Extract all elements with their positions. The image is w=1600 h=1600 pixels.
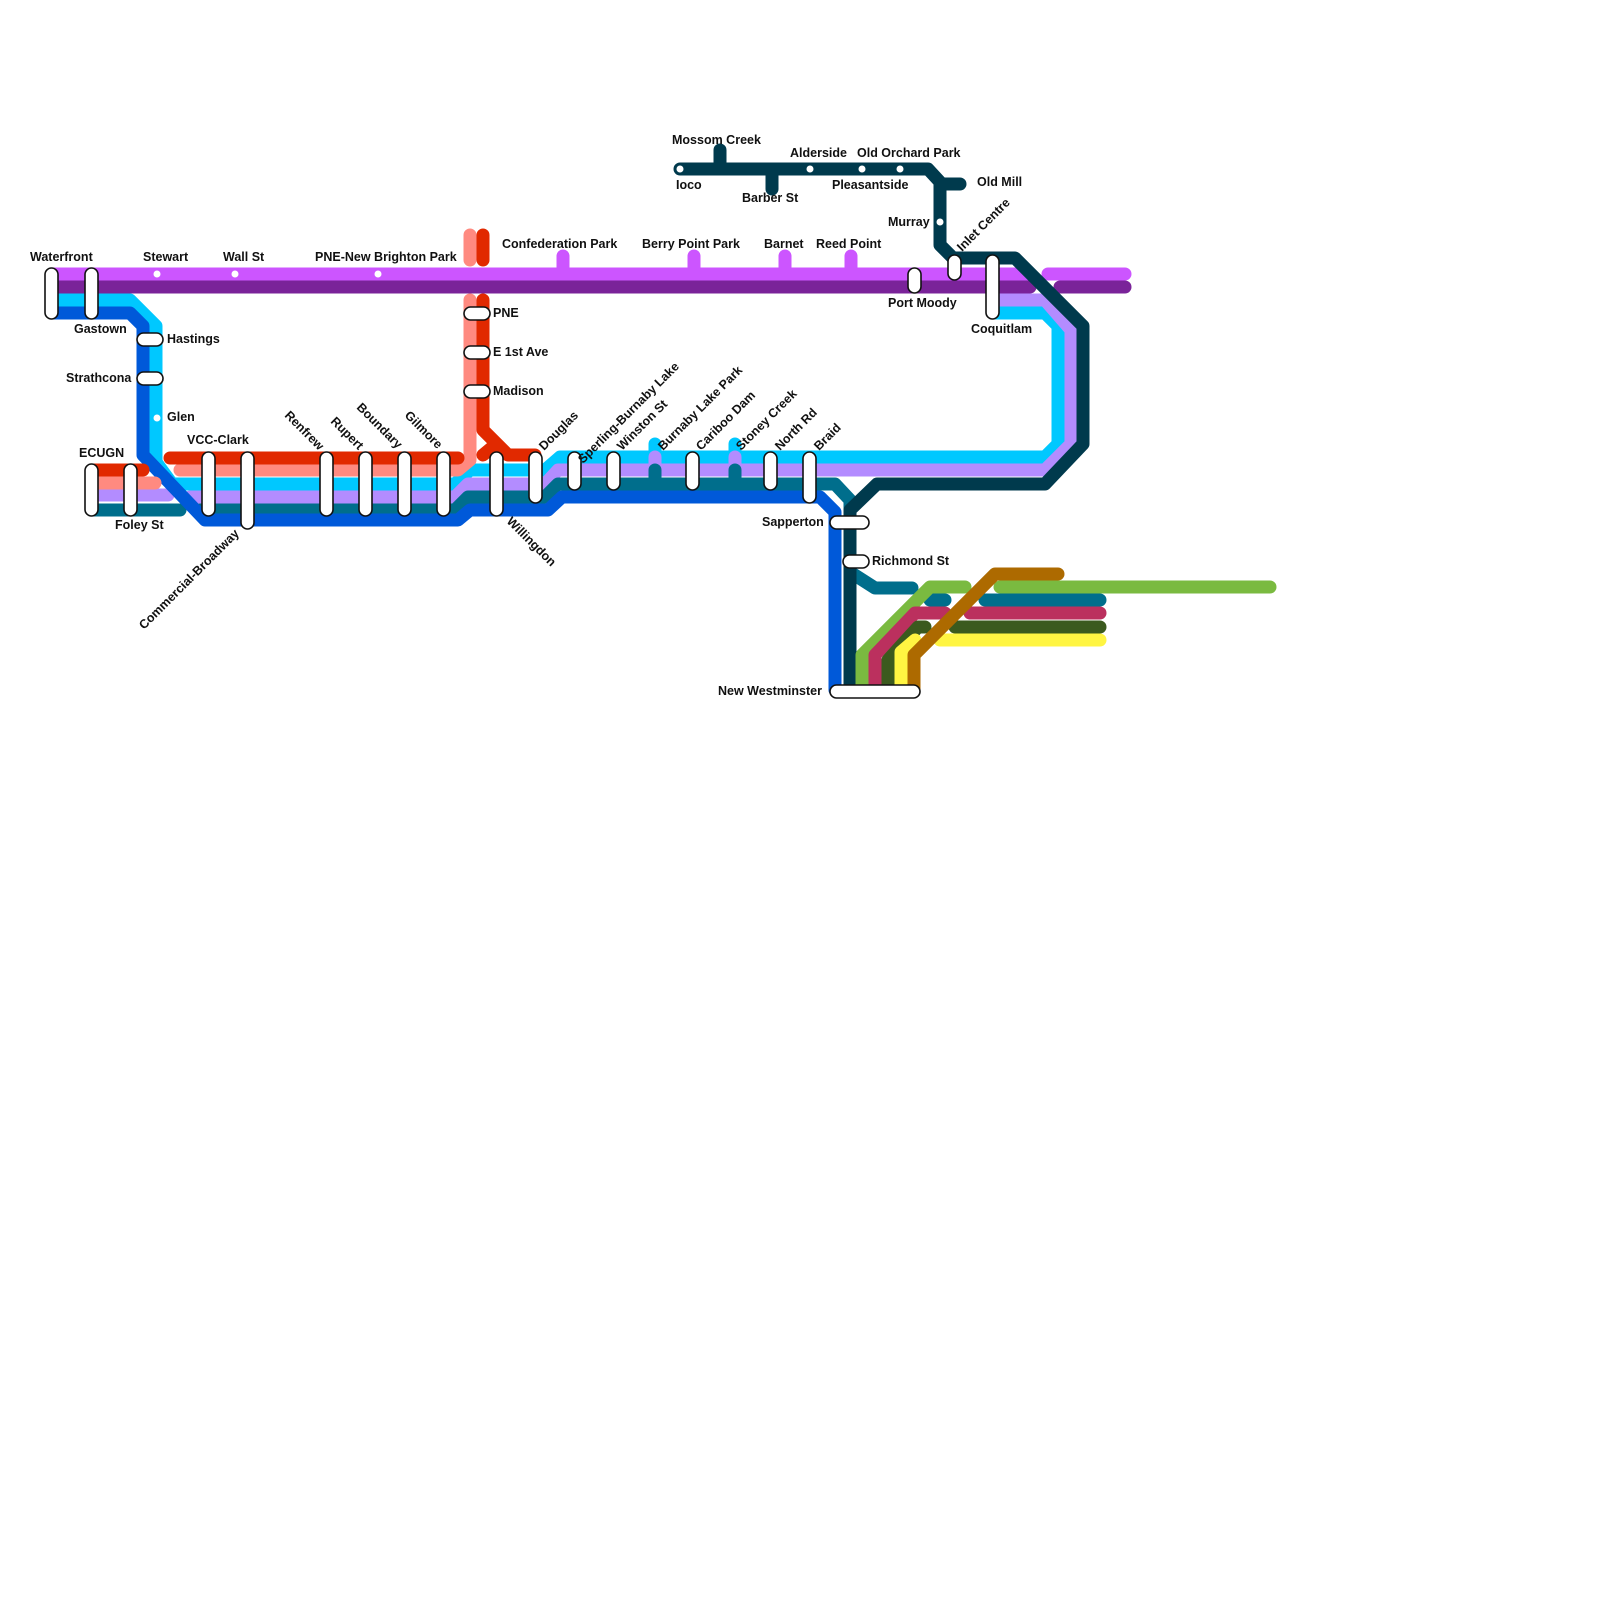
station-winston[interactable] <box>606 451 621 491</box>
station-labels: Waterfront Gastown Stewart Wall St PNE-N… <box>30 133 1032 698</box>
station-pleasantside[interactable] <box>858 165 866 173</box>
station-alderside[interactable] <box>806 165 814 173</box>
label-inlet-centre: Inlet Centre <box>954 196 1013 255</box>
station-rupert[interactable] <box>358 451 373 517</box>
station-inlet-centre[interactable] <box>947 254 962 281</box>
station-sperling[interactable] <box>567 451 582 491</box>
label-willingdon: Willingdon <box>504 514 559 569</box>
station-pne[interactable] <box>463 306 491 321</box>
label-barnet: Barnet <box>764 237 804 251</box>
label-port-moody: Port Moody <box>888 296 957 310</box>
line-blue[interactable] <box>45 306 842 697</box>
label-reed-point: Reed Point <box>816 237 882 251</box>
station-murray[interactable] <box>936 218 944 226</box>
station-old-orchard[interactable] <box>896 165 904 173</box>
station-foley[interactable] <box>123 463 138 517</box>
label-strathcona: Strathcona <box>66 371 132 385</box>
station-madison[interactable] <box>463 384 491 399</box>
station-gilmore[interactable] <box>436 451 451 517</box>
station-richmond[interactable] <box>842 554 870 569</box>
station-hastings[interactable] <box>136 332 164 347</box>
station-gastown[interactable] <box>84 267 99 320</box>
line-navy[interactable] <box>673 143 1090 697</box>
station-braid[interactable] <box>802 451 817 504</box>
line-crimson[interactable] <box>868 606 1107 692</box>
station-glen[interactable] <box>153 414 161 422</box>
label-pleasantside: Pleasantside <box>832 178 908 192</box>
station-willingdon[interactable] <box>489 451 504 517</box>
station-markers <box>44 165 1000 699</box>
label-pne: PNE <box>493 306 519 320</box>
label-ecugn: ECUGN <box>79 446 124 460</box>
station-waterfront[interactable] <box>44 267 59 320</box>
label-mossom: Mossom Creek <box>672 133 761 147</box>
label-e1st: E 1st Ave <box>493 345 548 359</box>
label-alderside: Alderside <box>790 146 847 160</box>
label-braid: Braid <box>811 421 843 453</box>
label-berry-point: Berry Point Park <box>642 237 740 251</box>
station-douglas[interactable] <box>528 451 543 504</box>
label-renfrew: Renfrew <box>282 408 327 453</box>
label-coquitlam: Coquitlam <box>971 322 1032 336</box>
label-ioco: Ioco <box>676 178 702 192</box>
station-commercial[interactable] <box>240 451 255 530</box>
label-sapperton: Sapperton <box>762 515 824 529</box>
label-douglas: Douglas <box>536 408 581 453</box>
station-sapperton[interactable] <box>829 515 870 530</box>
line-yellow[interactable] <box>894 633 1107 692</box>
station-stewart[interactable] <box>153 270 161 278</box>
lines <box>45 143 1277 697</box>
station-strathcona[interactable] <box>136 371 164 386</box>
label-gastown: Gastown <box>74 322 127 336</box>
station-north-rd[interactable] <box>763 451 778 491</box>
station-boundary[interactable] <box>397 451 412 517</box>
label-old-orchard: Old Orchard Park <box>857 146 961 160</box>
label-murray: Murray <box>888 215 930 229</box>
station-port-moody[interactable] <box>907 267 922 294</box>
station-ecugn[interactable] <box>84 463 99 517</box>
label-foley: Foley St <box>115 518 164 532</box>
label-commercial: Commercial-Broadway <box>136 526 242 632</box>
label-waterfront: Waterfront <box>30 250 94 264</box>
label-stewart: Stewart <box>143 250 189 264</box>
station-coquitlam[interactable] <box>985 254 1000 320</box>
label-pne-nbp: PNE-New Brighton Park <box>315 250 457 264</box>
station-pne-nbp[interactable] <box>374 270 382 278</box>
label-rupert: Rupert <box>328 414 367 453</box>
label-wall-st: Wall St <box>223 250 265 264</box>
station-wall-st[interactable] <box>231 270 239 278</box>
line-light-purple[interactable] <box>45 249 1132 281</box>
station-e1st[interactable] <box>463 345 491 360</box>
label-glen: Glen <box>167 410 195 424</box>
line-brown[interactable] <box>907 567 1065 697</box>
label-gilmore: Gilmore <box>402 408 445 451</box>
label-vcc-clark: VCC-Clark <box>187 433 249 447</box>
label-madison: Madison <box>493 384 544 398</box>
station-new-west[interactable] <box>829 684 921 699</box>
label-richmond: Richmond St <box>872 554 950 568</box>
station-vcc-clark[interactable] <box>201 451 216 517</box>
label-new-west: New Westminster <box>718 684 822 698</box>
station-ioco[interactable] <box>676 165 684 173</box>
station-renfrew[interactable] <box>319 451 334 517</box>
label-old-mill: Old Mill <box>977 175 1022 189</box>
line-green[interactable] <box>855 580 1277 692</box>
label-hastings: Hastings <box>167 332 220 346</box>
label-confederation: Confederation Park <box>502 237 617 251</box>
station-cariboo[interactable] <box>685 451 700 491</box>
label-barber: Barber St <box>742 191 799 205</box>
line-red[interactable] <box>85 228 542 477</box>
